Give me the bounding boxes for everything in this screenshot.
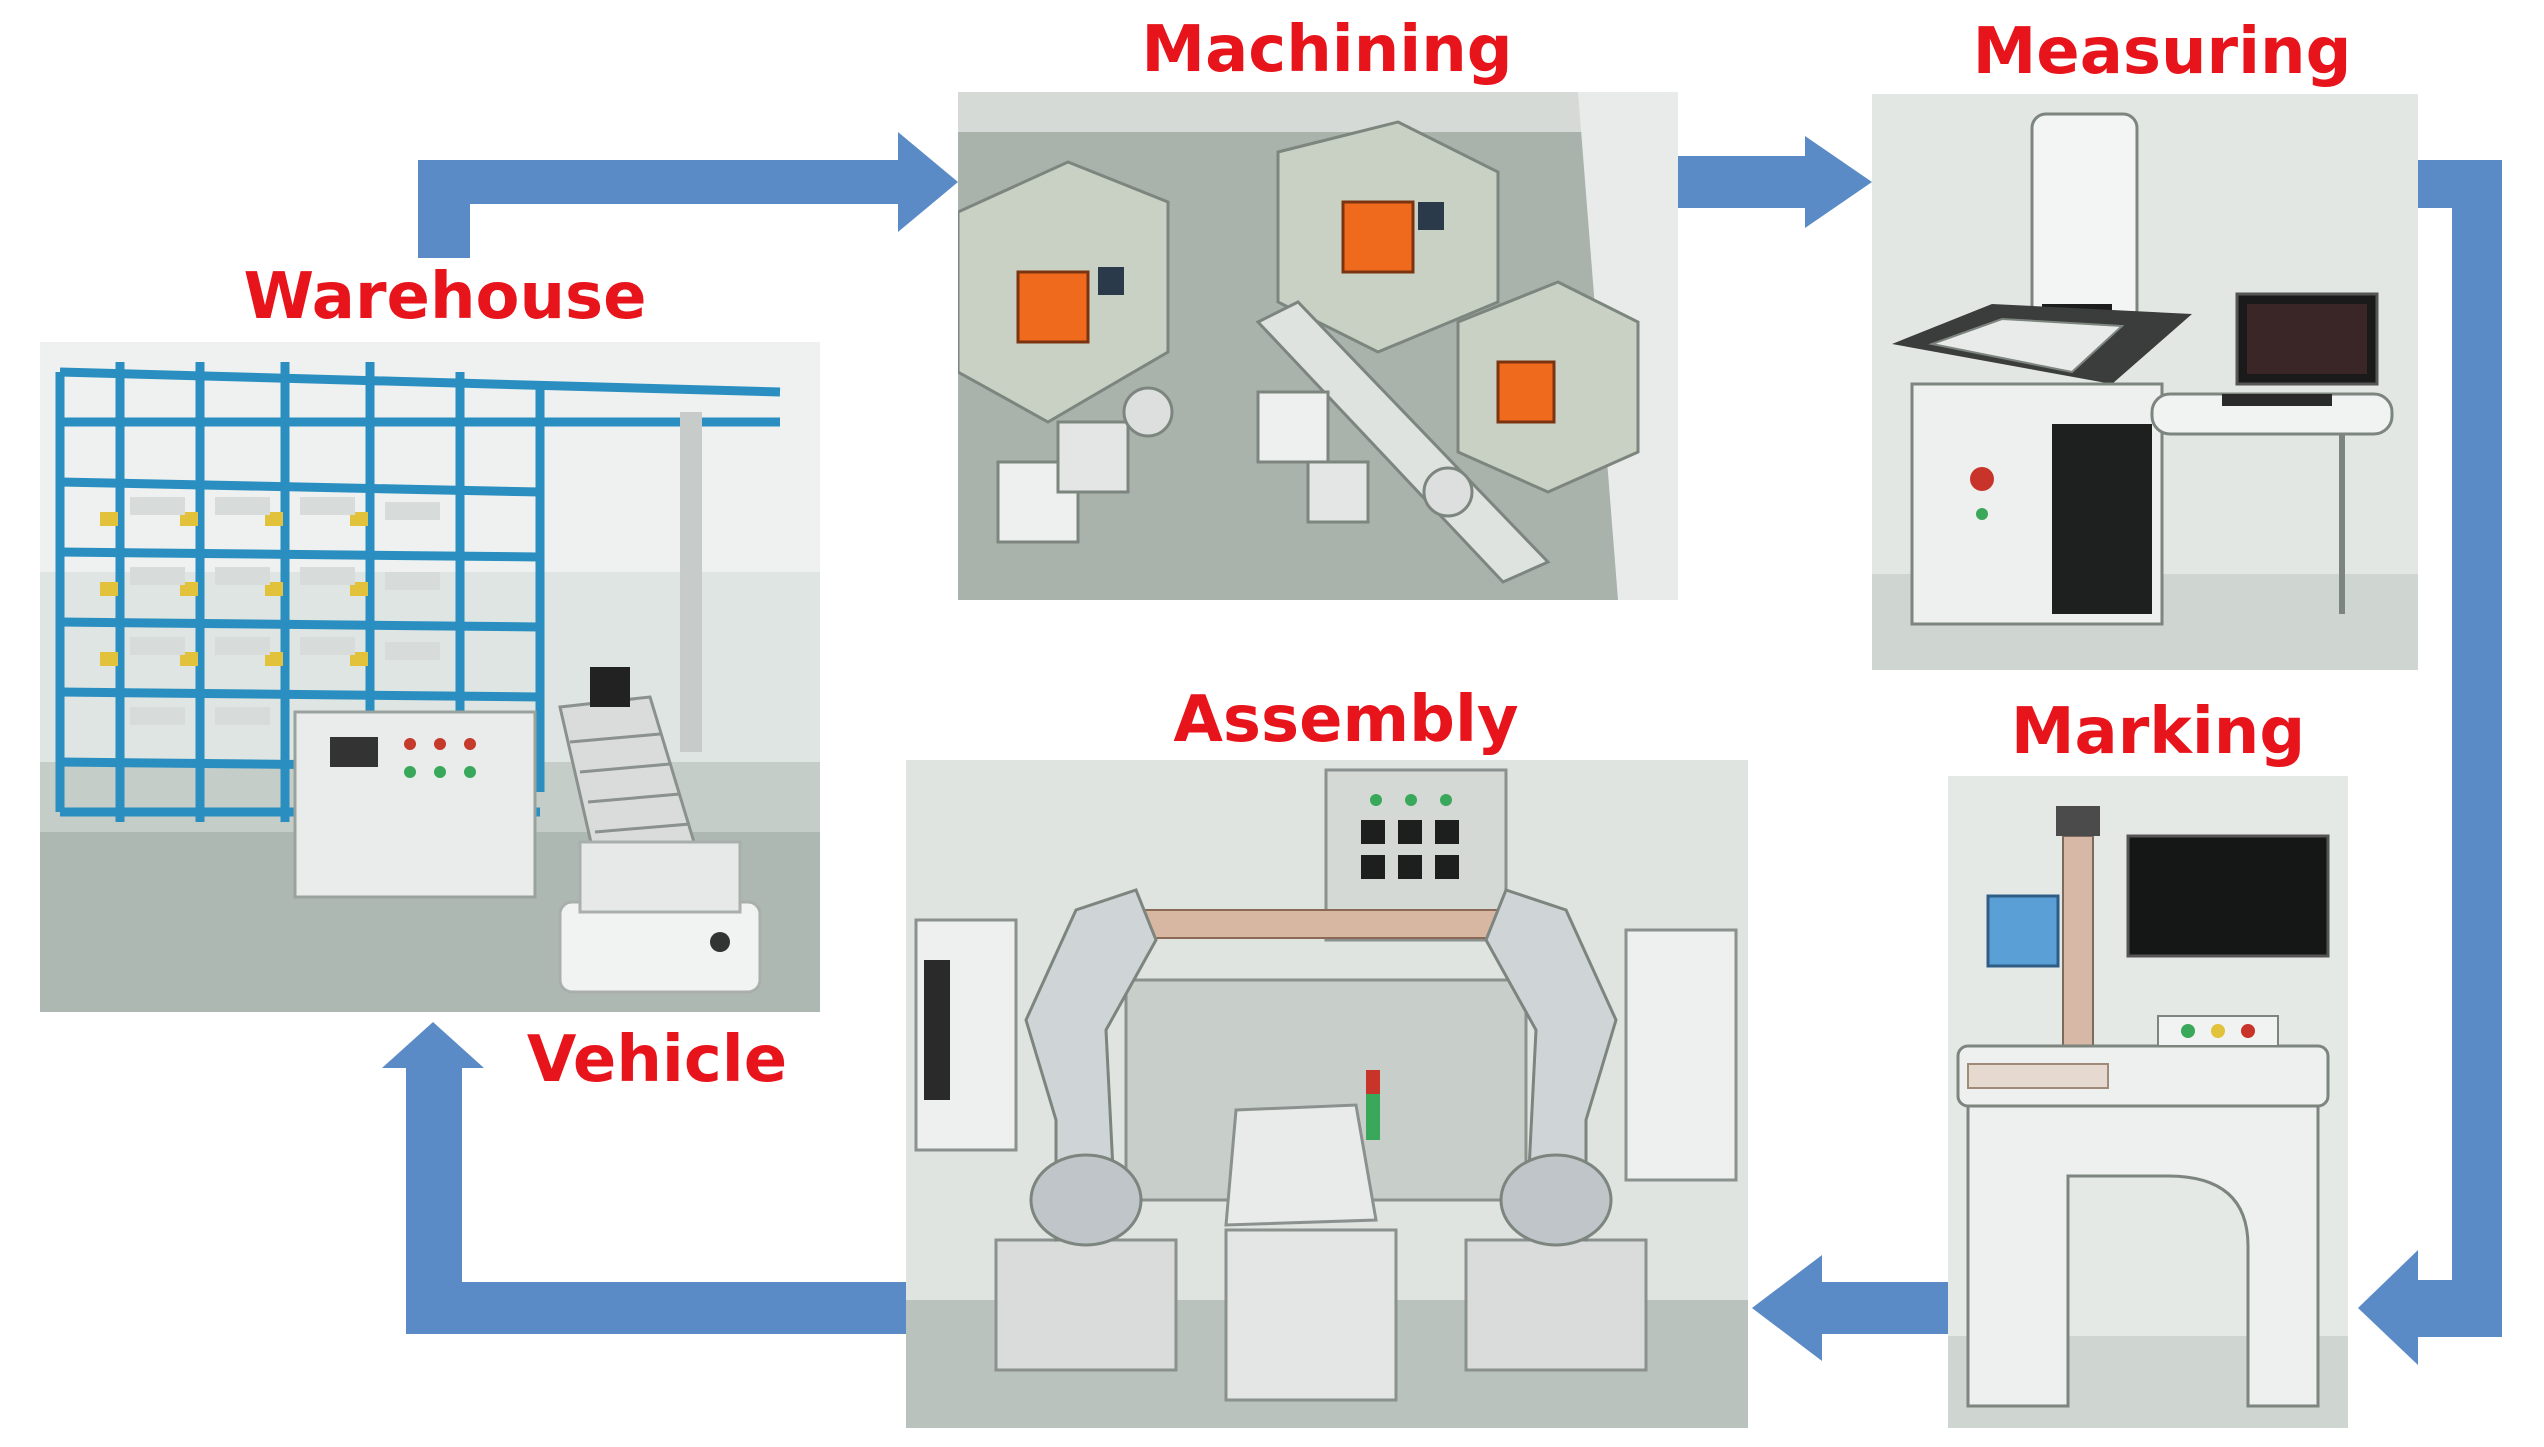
label-vehicle: Vehicle: [526, 1023, 788, 1097]
warehouse-image: [40, 342, 820, 1012]
label-assembly: Assembly: [1173, 683, 1519, 757]
label-warehouse: Warehouse: [243, 260, 647, 334]
arrow-machining-to-measuring: [1678, 136, 1872, 228]
assembly-image: [906, 760, 1748, 1428]
marking-image: [1948, 776, 2348, 1428]
arrow-marking-to-assembly: [1752, 1255, 1948, 1361]
label-measuring: Measuring: [1972, 15, 2352, 89]
label-machining: Machining: [1141, 13, 1513, 87]
label-marking: Marking: [2010, 695, 2306, 769]
machining-image: [958, 92, 1678, 600]
measuring-image: [1872, 94, 2418, 670]
arrow-warehouse-to-machining: [418, 132, 958, 258]
